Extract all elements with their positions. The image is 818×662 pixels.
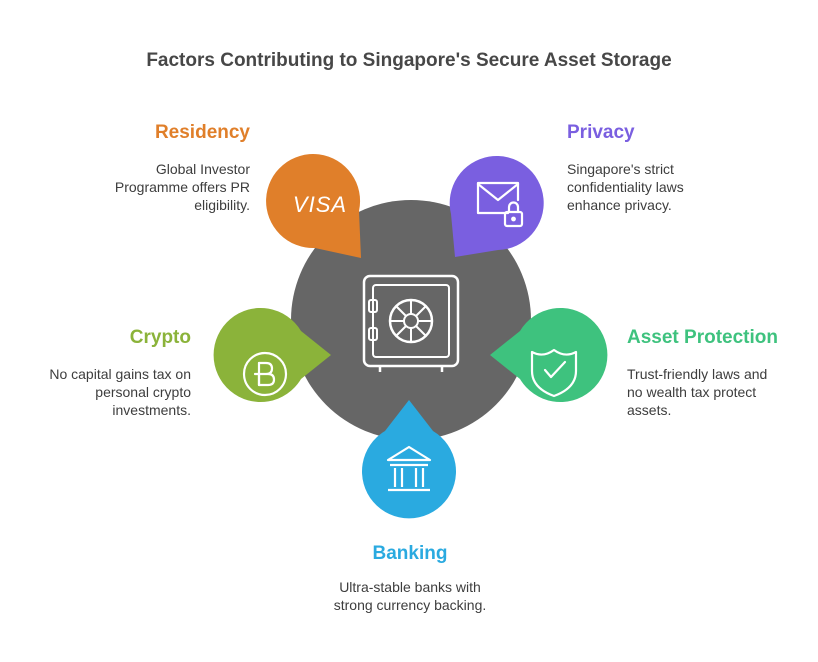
safe-icon — [362, 274, 460, 372]
crypto-line-1: No capital gains tax on — [49, 366, 191, 382]
asset-protection-heading: Asset Protection — [627, 327, 778, 348]
residency-line-1: Global Investor — [155, 161, 250, 177]
banking-line-1: Ultra-stable banks with — [339, 579, 481, 595]
visa-icon: VISA — [293, 192, 347, 217]
asset-protection-line-1: Trust-friendly laws and — [627, 366, 768, 382]
privacy-drop — [449, 156, 544, 257]
crypto-description: No capital gains tax on personal crypto … — [49, 365, 191, 419]
envelope-lock-icon — [476, 181, 524, 228]
crypto-line-3: investments. — [112, 402, 191, 418]
asset-protection-description: Trust-friendly laws and no wealth tax pr… — [627, 365, 767, 419]
diagram-title: Factors Contributing to Singapore's Secu… — [146, 50, 672, 71]
crypto-heading: Crypto — [129, 327, 191, 348]
residency-line-3: eligibility. — [194, 197, 250, 213]
banking-heading: Banking — [372, 543, 448, 564]
privacy-line-1: Singapore's strict — [567, 161, 674, 177]
residency-line-2: Programme offers PR — [114, 179, 250, 195]
asset-protection-line-3: assets. — [627, 402, 672, 418]
privacy-line-3: enhance privacy. — [567, 197, 672, 213]
privacy-heading: Privacy — [567, 122, 635, 143]
bank-icon — [386, 445, 432, 492]
residency-description: Global Investor Programme offers PR elig… — [115, 160, 250, 214]
banking-line-2: strong currency backing. — [333, 597, 487, 613]
privacy-line-2: confidentiality laws — [567, 179, 684, 195]
crypto-coin-icon — [242, 351, 288, 397]
asset-protection-line-2: no wealth tax protect — [627, 384, 757, 400]
privacy-description: Singapore's strict confidentiality laws … — [567, 160, 684, 214]
residency-drop — [266, 154, 361, 258]
crypto-line-2: personal crypto — [95, 384, 191, 400]
asset-protection-drop — [490, 308, 608, 402]
shield-check-icon — [530, 348, 578, 398]
banking-description: Ultra-stable banks with strong currency … — [260, 578, 560, 614]
center-circle — [291, 200, 531, 440]
residency-heading: Residency — [154, 122, 250, 143]
